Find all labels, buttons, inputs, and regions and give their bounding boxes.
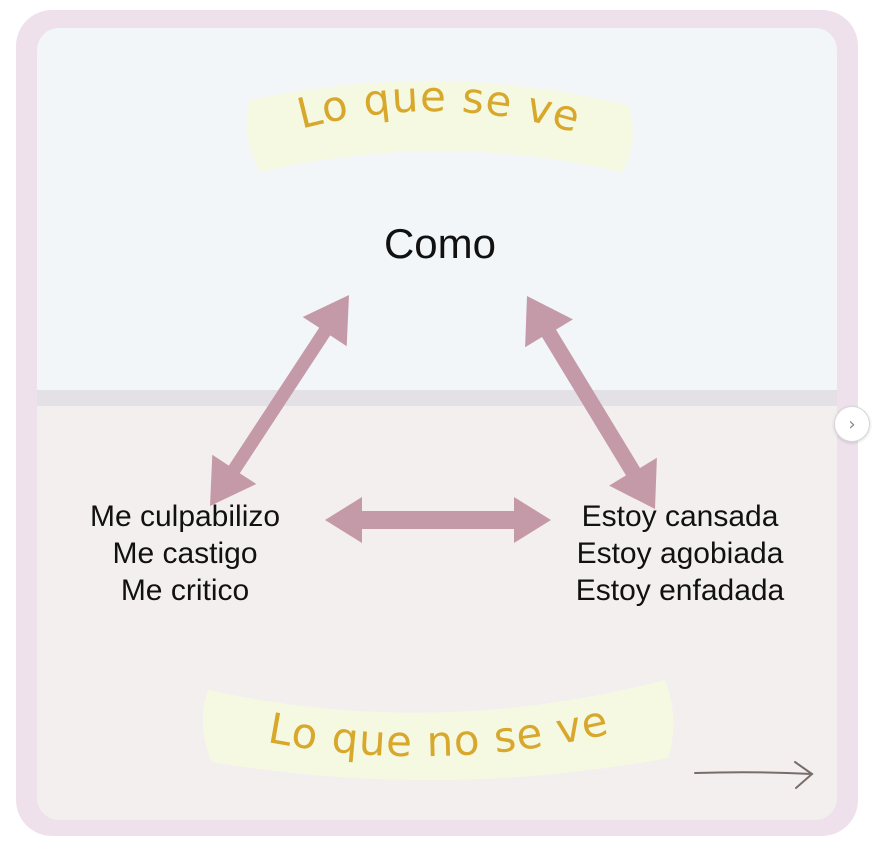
arrow-top-right bbox=[525, 296, 657, 509]
node-left-item: Me culpabilizo bbox=[89, 500, 281, 533]
node-left-item: Me castigo bbox=[112, 537, 258, 570]
arrow-top-left bbox=[210, 295, 349, 506]
next-slide-button[interactable]: › bbox=[834, 406, 870, 442]
banner-visible: Lo que se ve bbox=[246, 72, 633, 172]
arrow-horizontal bbox=[325, 497, 551, 543]
node-top-label: Como bbox=[383, 220, 497, 267]
node-top: Como bbox=[330, 223, 550, 265]
long-arrow-right-icon[interactable] bbox=[694, 761, 814, 789]
node-right: Estoy cansada Estoy agobiada Estoy enfad… bbox=[545, 498, 815, 609]
node-right-item: Estoy cansada bbox=[581, 500, 779, 533]
banner-hidden-background bbox=[202, 680, 674, 781]
banner-visible-background bbox=[246, 81, 633, 172]
zone-divider bbox=[37, 390, 837, 406]
chevron-right-icon: › bbox=[848, 413, 856, 435]
node-left-item: Me critico bbox=[120, 574, 250, 607]
node-right-item: Estoy agobiada bbox=[576, 537, 784, 570]
banner-hidden: Lo que no se ve bbox=[202, 680, 674, 781]
node-left: Me culpabilizo Me castigo Me critico bbox=[50, 498, 320, 609]
node-right-item: Estoy enfadada bbox=[575, 574, 785, 607]
